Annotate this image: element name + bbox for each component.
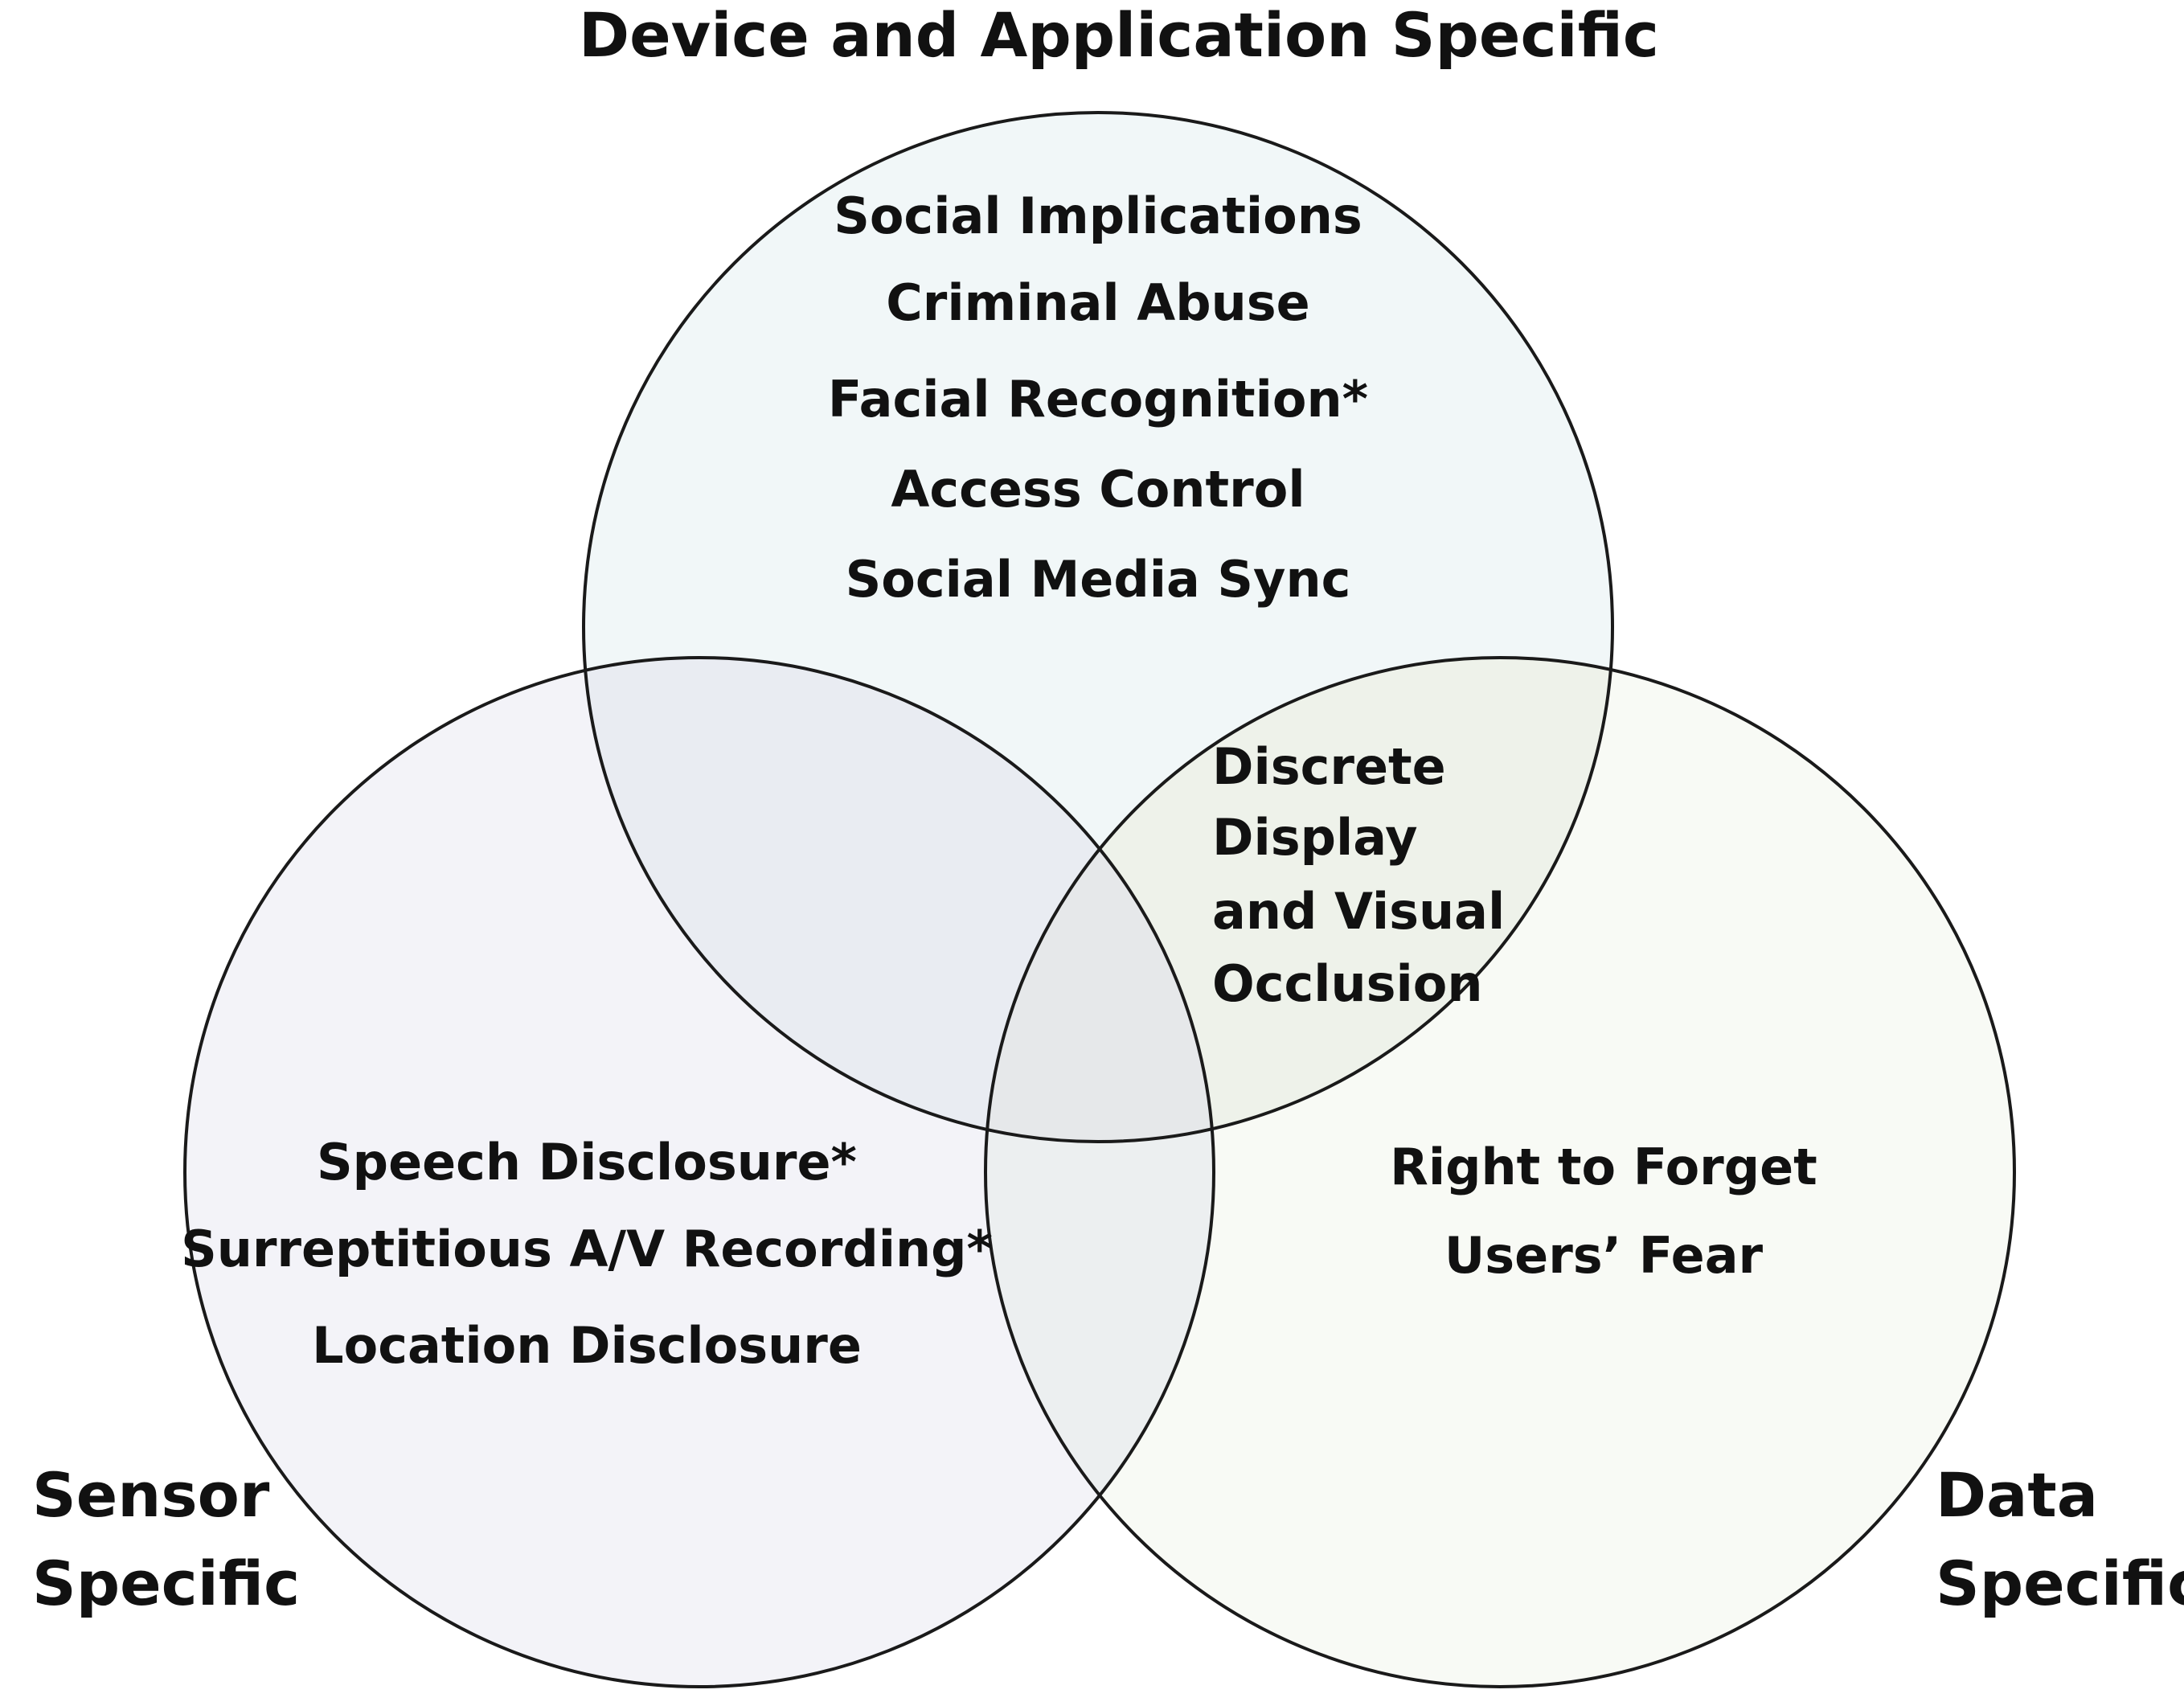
data-item: Right to Forget [1390,1138,1817,1196]
overlap-device-sensor [584,658,1214,1142]
device-item: Social Implications [834,187,1362,245]
intersection-line: and Visual [1212,882,1505,941]
data-circle [984,656,2016,1688]
overlap-device-data [985,658,1612,1142]
sensor-item: Location Disclosure [312,1316,862,1375]
device-circle [582,111,1614,1143]
data-set-title-line-1: Data [1936,1459,2098,1531]
intersection-line: Occlusion [1212,954,1483,1013]
sensor-item: Speech Disclosure* [317,1133,857,1191]
device-item: Criminal Abuse [886,273,1309,332]
device-item: Facial Recognition* [828,370,1368,429]
intersection-line: Display [1212,808,1418,867]
data-set-title-line-2: Specific [1936,1548,2184,1619]
device-item: Access Control [891,460,1305,519]
device-set-title: Device and Application Specific [579,0,1659,71]
sensor-circle [183,656,1215,1688]
intersection-line: Discrete [1212,737,1446,796]
data-item: Users’ Fear [1444,1226,1764,1285]
device-item: Social Media Sync [846,550,1351,609]
sensor-set-title-line-2: Specific [32,1548,300,1619]
sensor-set-title-line-1: Sensor [32,1459,270,1531]
sensor-item: Surreptitious A/V Recording* [181,1220,993,1278]
